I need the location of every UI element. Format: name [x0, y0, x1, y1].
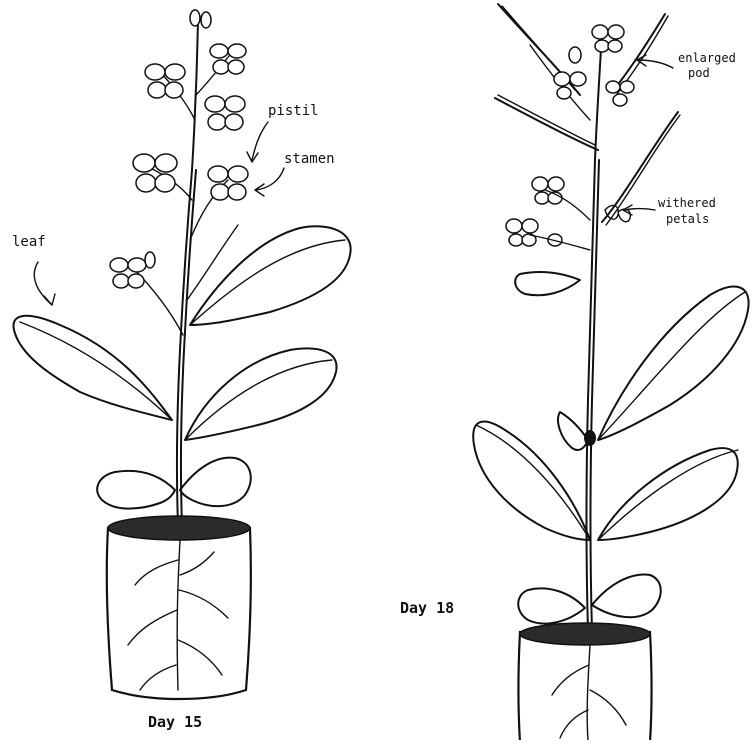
leaf-basal-right	[180, 458, 251, 507]
pods-day-18	[495, 4, 680, 225]
leaf-small-upper-day-18	[515, 272, 580, 295]
leaf-basal-left	[97, 471, 175, 509]
leaf-basal-right-day-18	[592, 575, 661, 618]
label-enlarged-pod-1: enlarged	[678, 51, 736, 65]
label-withered-petals-2: petals	[666, 212, 709, 226]
pot-day-18	[519, 623, 652, 740]
label-day-15: Day 15	[148, 713, 202, 731]
leaf-basal-left-day-18	[518, 588, 585, 623]
label-day-18: Day 18	[400, 599, 454, 617]
label-pistil: pistil	[268, 103, 319, 119]
plant-day-18	[473, 4, 748, 740]
flower-cluster-day-15	[110, 10, 248, 288]
label-withered-petals-1: withered	[658, 196, 716, 210]
label-enlarged-pod-2: pod	[688, 66, 710, 80]
label-stamen: stamen	[284, 151, 335, 167]
leaf-left-large	[13, 316, 172, 420]
pot-day-15	[107, 516, 251, 699]
label-leaf: leaf	[12, 234, 46, 250]
leaf-right-lower-day-18	[598, 448, 738, 540]
stem-node	[584, 430, 596, 446]
leaf-right-top-large	[598, 287, 749, 440]
leaf-small-mid-day-18	[558, 412, 588, 450]
leaf-right-upper	[190, 226, 351, 325]
